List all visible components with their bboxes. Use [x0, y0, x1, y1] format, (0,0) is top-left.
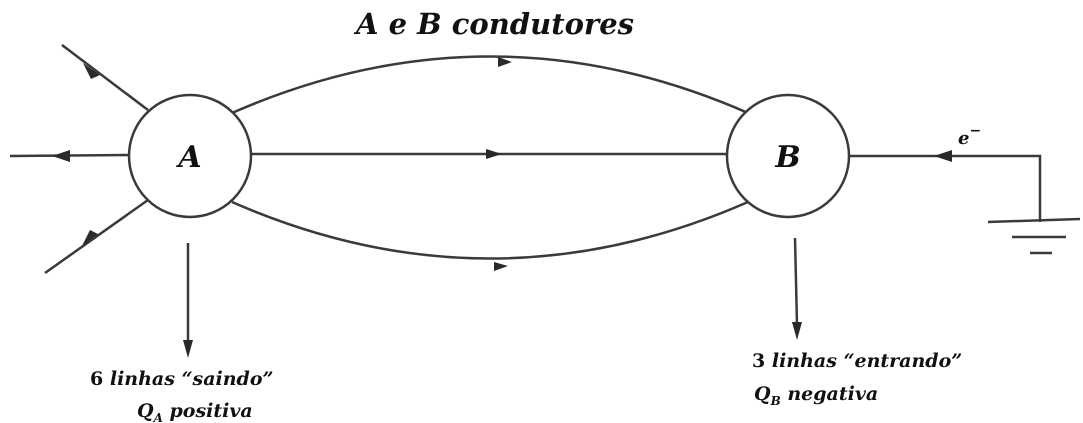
electron-flow-arrow — [934, 150, 952, 162]
field-line-top — [231, 55, 749, 115]
electron-label: e− — [958, 123, 981, 149]
arrow-upper-left — [83, 63, 100, 79]
outgoing-line-lower-left — [44, 198, 149, 275]
arrow-bottom-line — [494, 262, 508, 271]
note-a-line1: 6 linhas “saindo” — [90, 368, 273, 390]
ground-wire — [849, 154, 1042, 222]
arrow-lower-left — [82, 230, 98, 246]
ground-symbol — [987, 217, 1081, 255]
conductor-a-label: A — [175, 140, 201, 175]
note-a-line2: QA positiva — [137, 400, 253, 423]
field-line-bottom — [231, 200, 749, 260]
note-b-line1: 3 linhas “entrando” — [752, 350, 962, 372]
pointer-arrow-a — [183, 340, 193, 358]
outgoing-line-upper-left — [61, 44, 149, 111]
note-b-line2: QB negativa — [754, 383, 878, 408]
pointer-arrow-b — [792, 322, 802, 340]
pointer-line-b — [793, 237, 799, 326]
conductor-a — [127, 93, 253, 219]
conductor-b-label: B — [774, 140, 800, 175]
diagram-title: A e B condutores — [353, 7, 634, 41]
arrow-middle-line — [486, 149, 502, 159]
arrow-left — [52, 150, 70, 162]
arrow-top-line — [498, 57, 512, 67]
